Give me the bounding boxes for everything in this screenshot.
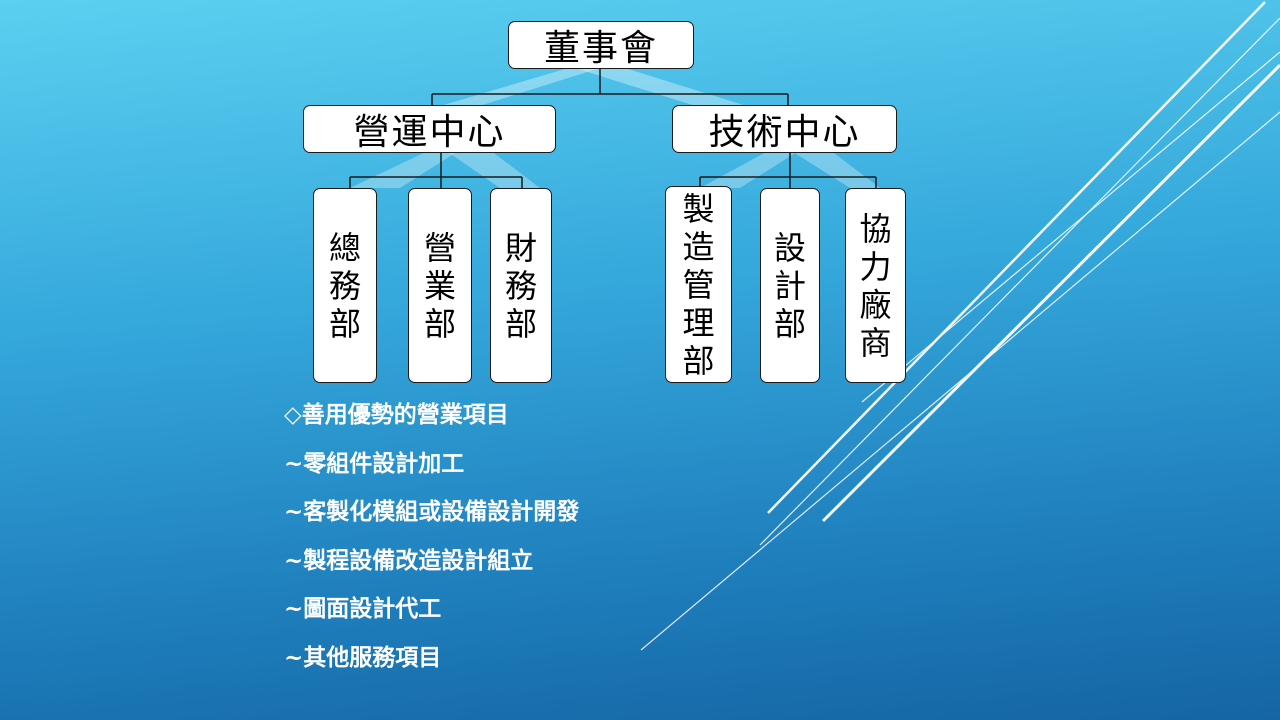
dept-char: 務 [504,266,537,305]
service-item: ~製程設備改造設計組立 [284,546,534,574]
dept-char: 理 [682,303,715,342]
dept-char: 製 [682,189,715,228]
dept-char: 務 [328,266,361,305]
dept-char: 造 [682,227,715,266]
org-box-dept: 設計部 [760,188,820,383]
dept-char: 部 [682,341,715,380]
dept-char: 商 [859,323,892,362]
org-box-center-technology: 技術中心 [672,105,897,153]
dept-char: 部 [504,304,537,343]
service-item: ~客製化模組或設備設計開發 [284,498,580,525]
dept-char: 協 [859,209,892,248]
dept-char: 部 [328,304,361,343]
org-box-dept: 財務部 [490,188,552,383]
service-item: ~零組件設計加工 [284,449,465,477]
dept-char: 業 [423,266,456,305]
dept-char: 財 [504,228,537,267]
dept-char: 廠 [859,285,892,324]
dept-char: 營 [423,228,456,267]
org-box-dept: 營業部 [408,188,472,383]
org-box-dept: 總務部 [313,188,377,383]
org-box-dept: 協力廠商 [845,188,906,383]
services-list: ◇善用優勢的營業項目 ~零組件設計加工 ~客製化模組或設備設計開發 ~製程設備改… [284,398,579,689]
org-box-root: 董事會 [508,21,694,69]
service-item: ~其他服務項目 [284,643,442,671]
dept-char: 管 [682,265,715,304]
dept-char: 總 [328,228,361,267]
services-heading: ◇善用優勢的營業項目 [284,401,509,428]
dept-char: 部 [773,304,806,343]
org-box-center-operations: 營運中心 [303,105,556,153]
org-box-dept: 製造管理部 [665,186,732,383]
service-item: ~圖面設計代工 [284,595,442,622]
dept-char: 設 [773,228,806,267]
dept-char: 計 [773,266,806,305]
dept-char: 部 [423,304,456,343]
dept-char: 力 [859,247,892,286]
